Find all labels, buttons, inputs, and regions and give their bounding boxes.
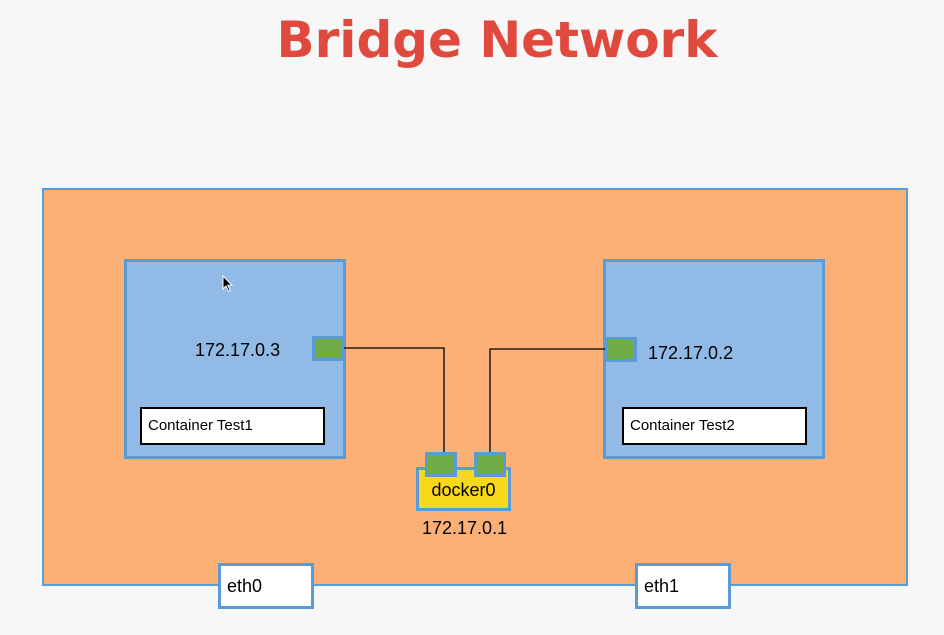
docker0-port-left: [425, 452, 457, 477]
docker0-port-right: [474, 452, 506, 477]
docker0-bridge: [416, 467, 511, 511]
docker0-ip: 172.17.0.1: [422, 518, 508, 538]
mouse-pointer-icon: [222, 275, 234, 293]
container-test1-ip: 172.17.0.3: [195, 340, 281, 360]
container-test2-ip: 172.17.0.2: [648, 343, 734, 363]
container-test2-port: [605, 337, 637, 362]
docker0-label: docker0: [431, 480, 496, 500]
container-test1-port: [312, 336, 344, 361]
diagram-title: Bridge Network: [276, 11, 718, 69]
container-test2-label: Container Test2: [622, 407, 807, 445]
eth1-interface: eth1: [635, 563, 731, 609]
container-test1-label: Container Test1: [140, 407, 325, 445]
eth0-interface: eth0: [218, 563, 314, 609]
